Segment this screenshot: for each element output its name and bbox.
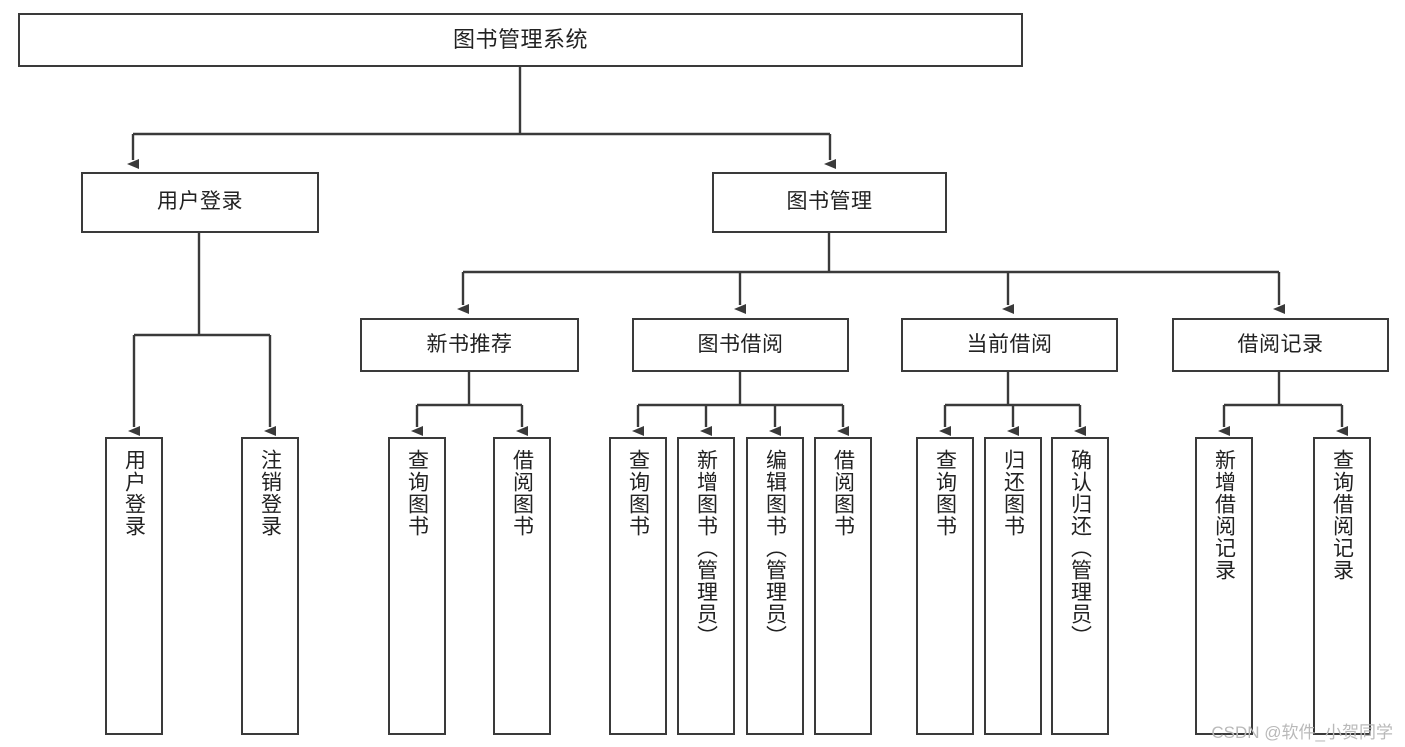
node-label: 借阅图书 bbox=[831, 449, 855, 537]
node-label: 图书管理系统 bbox=[452, 27, 588, 53]
node-label: 当前借阅 bbox=[966, 332, 1053, 356]
leaf-current-query-book[interactable]: 查询图书 bbox=[916, 437, 974, 735]
node-label: 查询图书 bbox=[626, 449, 650, 537]
node-root-book-management-system[interactable]: 图书管理系统 bbox=[18, 13, 1023, 67]
csdn-watermark: CSDN @软件_小贺同学 bbox=[1211, 723, 1393, 742]
node-book-management[interactable]: 图书管理 bbox=[712, 172, 947, 233]
node-label: 用户登录 bbox=[157, 190, 243, 214]
node-label: 确认归还（管理员） bbox=[1068, 449, 1092, 647]
node-label: 注销登录 bbox=[258, 449, 282, 537]
leaf-record-query-record[interactable]: 查询借阅记录 bbox=[1313, 437, 1371, 735]
leaf-recommend-borrow-book[interactable]: 借阅图书 bbox=[493, 437, 551, 735]
node-current-borrow[interactable]: 当前借阅 bbox=[901, 318, 1118, 372]
node-label: 归还图书 bbox=[1001, 449, 1025, 537]
leaf-user-login-login[interactable]: 用户登录 bbox=[105, 437, 163, 735]
node-label: 查询借阅记录 bbox=[1330, 449, 1354, 581]
node-label: 查询图书 bbox=[405, 449, 429, 537]
node-label: 借阅图书 bbox=[510, 449, 534, 537]
leaf-borrow-edit-book-admin[interactable]: 编辑图书（管理员） bbox=[746, 437, 804, 735]
leaf-user-login-logout[interactable]: 注销登录 bbox=[241, 437, 299, 735]
leaf-current-return-book[interactable]: 归还图书 bbox=[984, 437, 1042, 735]
node-label: 编辑图书（管理员） bbox=[763, 449, 787, 647]
leaf-current-confirm-return-admin[interactable]: 确认归还（管理员） bbox=[1051, 437, 1109, 735]
node-label: 新书推荐 bbox=[426, 332, 513, 356]
node-label: 借阅记录 bbox=[1237, 332, 1324, 356]
leaf-borrow-borrow-book[interactable]: 借阅图书 bbox=[814, 437, 872, 735]
node-new-book-recommend[interactable]: 新书推荐 bbox=[360, 318, 579, 372]
node-label: 图书管理 bbox=[786, 190, 873, 214]
leaf-recommend-query-book[interactable]: 查询图书 bbox=[388, 437, 446, 735]
leaf-borrow-add-book-admin[interactable]: 新增图书（管理员） bbox=[677, 437, 735, 735]
node-label: 查询图书 bbox=[933, 449, 957, 537]
node-label: 图书借阅 bbox=[697, 332, 784, 356]
leaf-record-add-record[interactable]: 新增借阅记录 bbox=[1195, 437, 1253, 735]
leaf-borrow-query-book[interactable]: 查询图书 bbox=[609, 437, 667, 735]
node-label: 新增借阅记录 bbox=[1212, 449, 1236, 581]
node-borrow-record[interactable]: 借阅记录 bbox=[1172, 318, 1389, 372]
node-book-borrow[interactable]: 图书借阅 bbox=[632, 318, 849, 372]
node-user-login[interactable]: 用户登录 bbox=[81, 172, 319, 233]
node-label: 新增图书（管理员） bbox=[694, 449, 718, 647]
node-label: 用户登录 bbox=[122, 449, 146, 537]
